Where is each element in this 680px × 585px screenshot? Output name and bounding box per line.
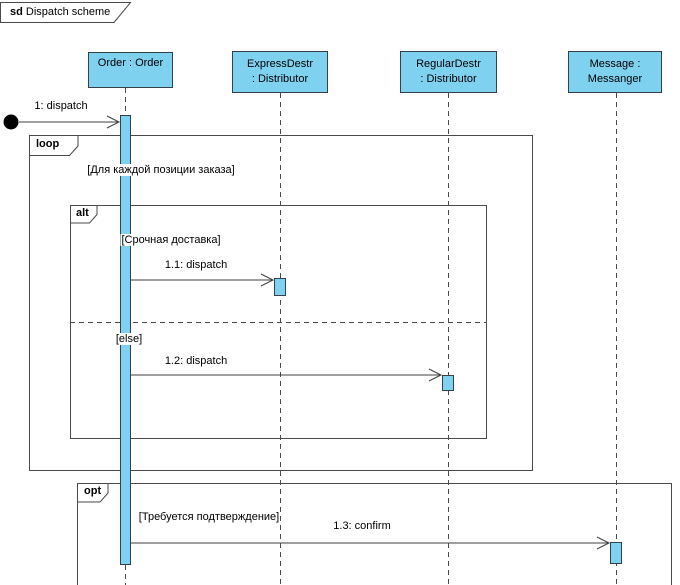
alt-pentagon-shape (70, 205, 98, 224)
message-1-label[interactable]: 1: dispatch (34, 100, 88, 112)
lifeline-express-name-line2: : Distributor (251, 73, 309, 85)
lifeline-message-name-line2: Messanger (587, 73, 643, 85)
alt-guard-label: [Срочная доставка] (120, 234, 222, 246)
loop-guard-label: [Для каждой позиции заказа] (86, 164, 236, 176)
lifeline-regular-name-line2: : Distributor (420, 73, 477, 85)
alt-else-guard-label: [else] (114, 333, 144, 345)
diagram-title: sd Dispatch scheme (10, 6, 110, 18)
lifeline-message (616, 93, 617, 585)
activation-express-destr[interactable] (274, 278, 286, 296)
lifeline-order-lower (125, 565, 126, 585)
lifeline-message-name-line1: Message : (589, 58, 641, 70)
lifeline-express-destr (280, 93, 281, 585)
message-1-2-label[interactable]: 1.2: dispatch (164, 355, 228, 367)
lifeline-regular-name-line1: RegularDestr (416, 58, 481, 70)
lifeline-order-name: Order : Order (97, 57, 164, 69)
lifeline-express-name-line1: ExpressDestr (246, 58, 314, 70)
alt-separator-line (70, 322, 487, 323)
diagram-frame-tab (0, 2, 132, 23)
loop-fragment-frame[interactable] (29, 135, 533, 471)
loop-pentagon-shape (29, 135, 79, 156)
lifeline-head-express-destr[interactable]: ExpressDestr : Distributor (232, 51, 328, 93)
initial-node-circle (3, 114, 19, 130)
opt-guard-label: [Требуется подтверждение] (137, 511, 281, 523)
diagram-keyword: sd (10, 6, 23, 18)
frame-tab-shape (0, 2, 132, 23)
activation-message[interactable] (610, 542, 622, 564)
lifeline-regular-destr (448, 93, 449, 585)
loop-operator-pentagon (29, 135, 79, 156)
opt-operator-pentagon (77, 483, 109, 503)
loop-operator-label: loop (36, 138, 60, 150)
alt-operator-label: alt (76, 207, 89, 219)
lifeline-head-order[interactable]: Order : Order (88, 52, 173, 88)
message-1-dispatch-arrow[interactable] (19, 115, 121, 129)
opt-operator-label: opt (84, 485, 102, 497)
opt-fragment-frame[interactable] (77, 483, 672, 585)
opt-pentagon-shape (77, 483, 109, 503)
initial-node[interactable] (3, 114, 19, 130)
activation-regular-destr[interactable] (442, 375, 454, 391)
alt-operator-pentagon (70, 205, 98, 224)
lifeline-head-message[interactable]: Message : Messanger (568, 51, 662, 93)
lifeline-order-upper (125, 88, 126, 115)
message-1-3-label[interactable]: 1.3: confirm (333, 520, 391, 532)
lifeline-head-regular-destr[interactable]: RegularDestr : Distributor (400, 51, 497, 93)
diagram-name: Dispatch scheme (25, 6, 111, 18)
message-1-1-label[interactable]: 1.1: dispatch (164, 259, 228, 271)
